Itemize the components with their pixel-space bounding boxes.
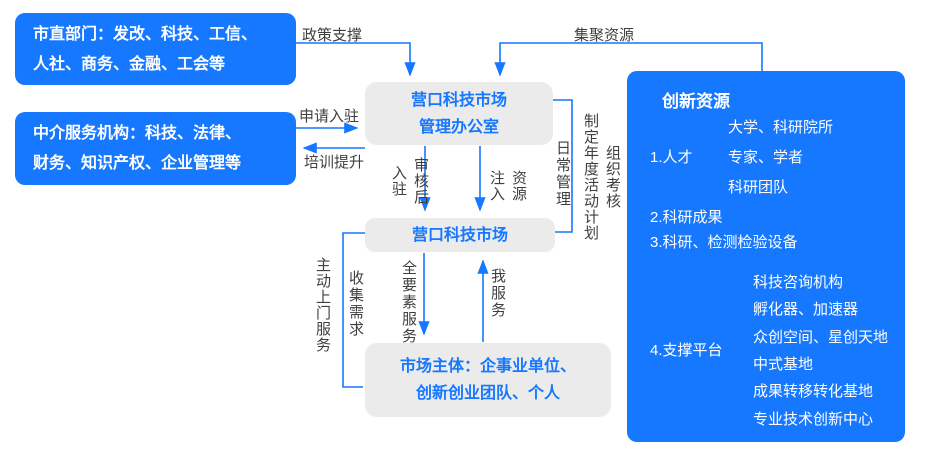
box-intermediary-agencies: 中介服务机构：科技、法律、 财务、知识产权、企业管理等 bbox=[15, 112, 296, 185]
panel-innovation-resources: 创新资源 1.人才 大学、科研院所 专家、学者 科研团队 2.科研成果 3.科研… bbox=[627, 71, 905, 442]
box-municipal-departments-line1: 市直部门：发改、科技、工信、 bbox=[33, 26, 258, 43]
line-door-service bbox=[342, 232, 365, 388]
box-intermediary-agencies-line2: 财务、知识产权、企业管理等 bbox=[33, 155, 242, 172]
flow-label-inject-resource-col2: 资源 bbox=[510, 170, 527, 202]
box-management-office: 营口科技市场 管理办公室 bbox=[365, 82, 553, 145]
panel-item-platform: 4.支撑平台 bbox=[650, 342, 723, 359]
flow-label-review-entry: 入驻 审核后 bbox=[388, 150, 431, 212]
flow-label-door-service: 主动上门服务 bbox=[314, 257, 331, 353]
panel-platform-makerspace: 众创空间、星创天地 bbox=[753, 329, 889, 346]
bracket-daily-management bbox=[553, 99, 573, 233]
panel-item-equipment: 3.科研、检测检验设备 bbox=[650, 234, 798, 251]
flow-label-review-entry-col2: 审核后 bbox=[412, 157, 429, 205]
box-municipal-departments: 市直部门：发改、科技、工信、 人社、商务、金融、工会等 bbox=[15, 13, 296, 85]
panel-platform-consulting: 科技咨询机构 bbox=[753, 274, 844, 291]
arrow-gather-resources bbox=[494, 42, 763, 77]
flow-label-find-service: 我服务 bbox=[489, 268, 506, 319]
panel-platform-transfer-base: 成果转移转化基地 bbox=[753, 383, 874, 400]
box-market-entities-line2: 创新创业团队、个人 bbox=[415, 385, 560, 402]
panel-talent-teams: 科研团队 bbox=[728, 179, 789, 196]
flow-label-annual-plan: 制定年度活动计划 组织考核 bbox=[580, 112, 623, 242]
box-tech-market-label: 营口科技市场 bbox=[411, 226, 508, 244]
flow-label-annual-plan-col1: 制定年度活动计划 bbox=[582, 113, 599, 241]
flow-label-training: 培训提升 bbox=[304, 154, 365, 171]
flow-label-policy-support: 政策支撑 bbox=[302, 27, 363, 44]
panel-platform-innovation-center: 专业技术创新中心 bbox=[753, 411, 874, 428]
flow-label-review-entry-col1: 入驻 bbox=[390, 165, 407, 197]
flow-label-collect-needs: 收集需求 bbox=[347, 270, 364, 338]
box-management-office-line1: 营口科技市场 bbox=[410, 91, 507, 109]
box-tech-market: 营口科技市场 bbox=[365, 218, 555, 252]
box-market-entities: 市场主体：企事业单位、 创新创业团队、个人 bbox=[365, 343, 611, 417]
panel-platform-pilot-base: 中式基地 bbox=[753, 356, 814, 373]
box-municipal-departments-line2: 人社、商务、金融、工会等 bbox=[33, 56, 226, 73]
flow-label-apply-entry: 申请入驻 bbox=[299, 108, 360, 125]
box-management-office-line2: 管理办公室 bbox=[418, 118, 499, 136]
panel-item-talent: 1.人才 bbox=[650, 149, 693, 166]
flow-label-inject-resource: 注入 资源 bbox=[486, 164, 529, 208]
panel-talent-experts: 专家、学者 bbox=[728, 149, 804, 166]
flow-label-daily-management: 日常管理 bbox=[554, 140, 571, 208]
box-market-entities-line1: 市场主体：企事业单位、 bbox=[399, 358, 576, 375]
panel-platform-incubators: 孵化器、加速器 bbox=[753, 301, 859, 318]
panel-title: 创新资源 bbox=[662, 92, 730, 111]
flow-label-inject-resource-col1: 注入 bbox=[488, 170, 505, 202]
panel-item-achievements: 2.科研成果 bbox=[650, 209, 723, 226]
flow-label-annual-plan-col2: 组织考核 bbox=[604, 145, 621, 209]
flow-label-gather-resources: 集聚资源 bbox=[574, 27, 635, 44]
panel-talent-universities: 大学、科研院所 bbox=[728, 119, 834, 136]
arrow-policy-support bbox=[296, 42, 416, 77]
box-intermediary-agencies-line1: 中介服务机构：科技、法律、 bbox=[33, 125, 242, 142]
flow-label-full-service: 全要素服务 bbox=[400, 260, 417, 345]
